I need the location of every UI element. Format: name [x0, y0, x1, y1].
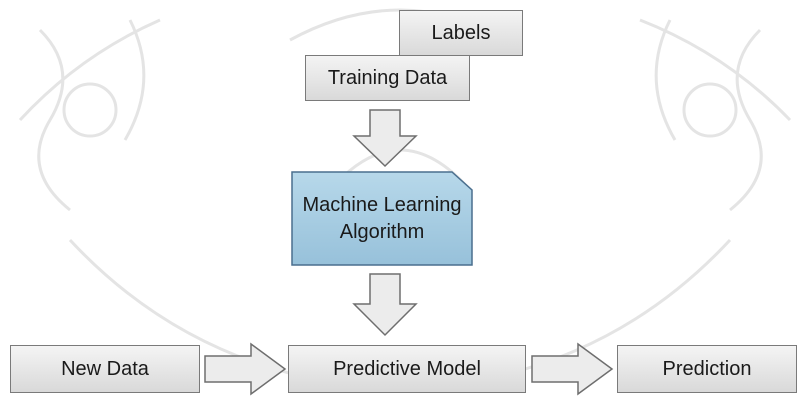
- arrow-down-2: [352, 273, 418, 337]
- ml-algorithm-label: Machine Learning Algorithm: [292, 172, 472, 265]
- labels-text: Labels: [431, 22, 491, 44]
- prediction-box: Prediction: [617, 345, 797, 393]
- ml-algorithm-line2: Algorithm: [339, 220, 425, 243]
- prediction-text: Prediction: [662, 358, 752, 380]
- arrow-right-1: [204, 342, 287, 396]
- ml-algorithm-line1: Machine Learning: [302, 193, 462, 216]
- predictive-model-text: Predictive Model: [333, 358, 481, 380]
- arrow-down-1: [352, 109, 418, 168]
- predictive-model-box: Predictive Model: [288, 345, 526, 393]
- labels-box: Labels: [399, 10, 523, 56]
- ml-algorithm-box: [291, 171, 473, 266]
- arrow-right-2: [531, 342, 614, 396]
- training-data-box: Training Data: [305, 55, 470, 101]
- training-data-text: Training Data: [327, 67, 448, 89]
- new-data-box: New Data: [10, 345, 200, 393]
- new-data-text: New Data: [61, 358, 149, 380]
